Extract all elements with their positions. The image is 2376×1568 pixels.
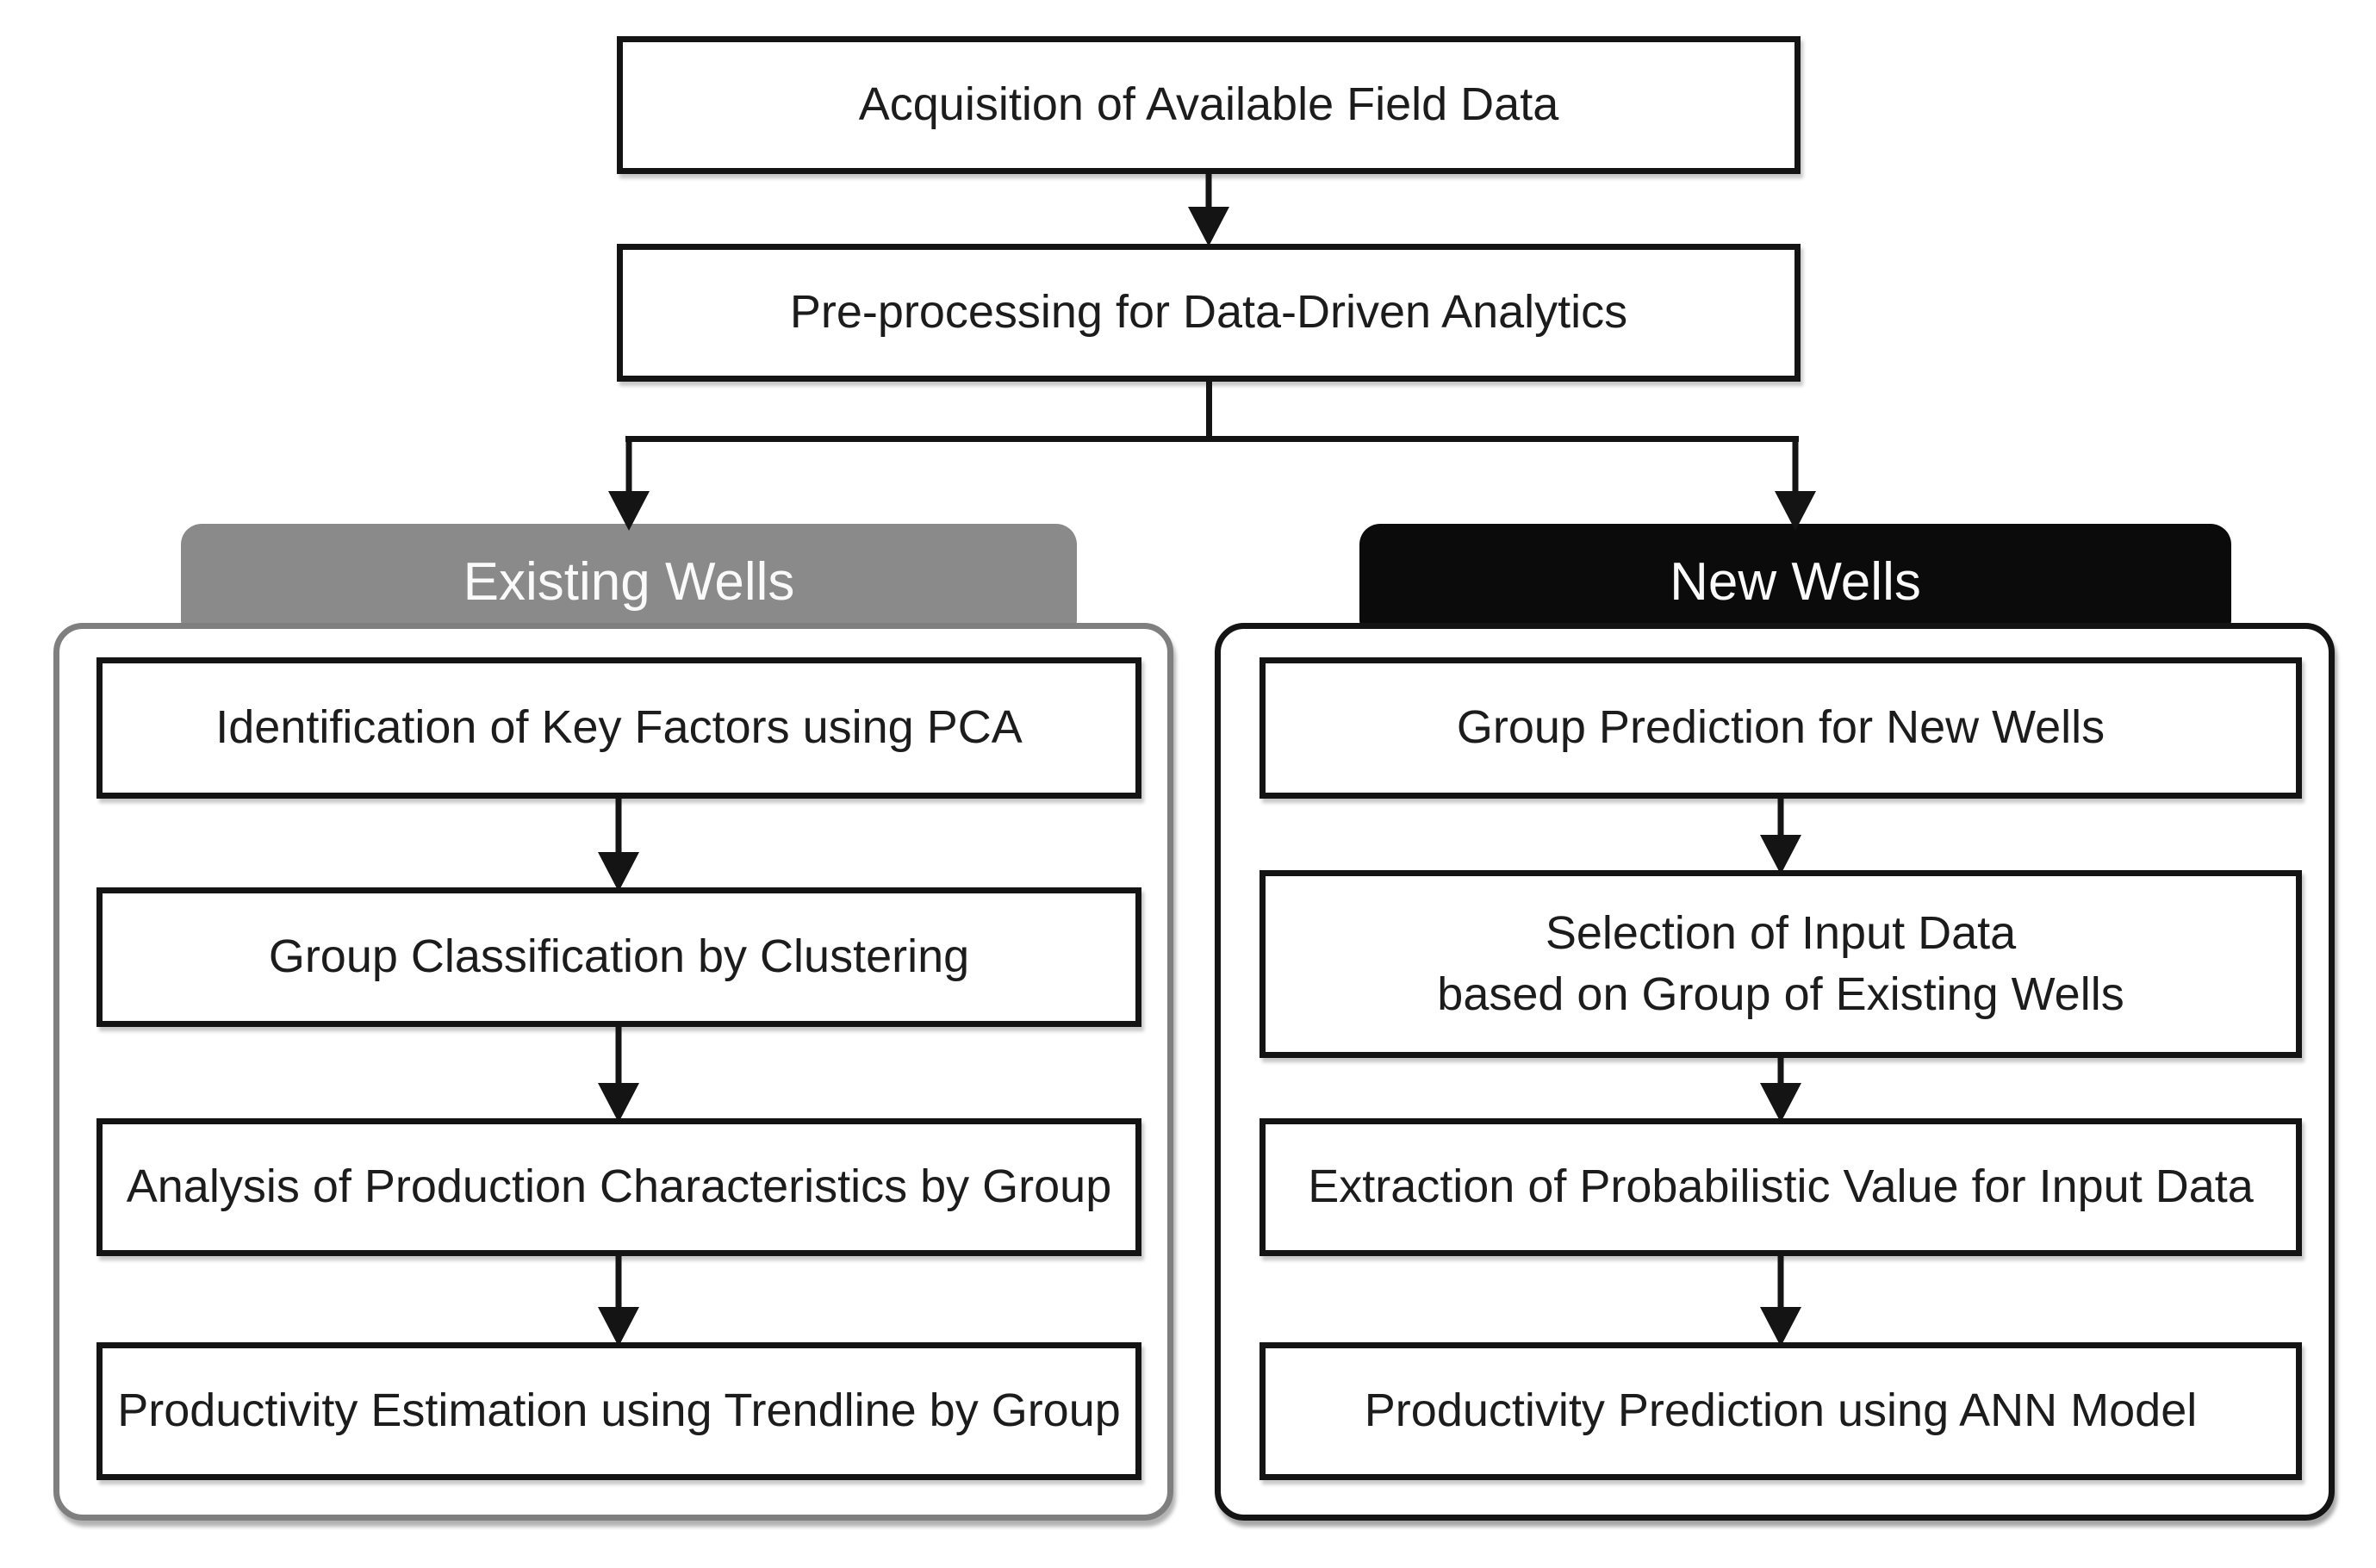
arrow-stem bbox=[1792, 436, 1799, 498]
step-label: Productivity Prediction using ANN Model bbox=[1364, 1384, 2198, 1437]
step-label: Selection of Input Data based on Group o… bbox=[1437, 906, 2124, 1020]
arrow-head-icon bbox=[1760, 835, 1801, 874]
step-clustering-box: Group Classification by Clustering bbox=[96, 887, 1141, 1027]
arrow-stem bbox=[625, 436, 632, 498]
arrow-head-icon bbox=[598, 1307, 639, 1347]
arrow-clustering-to-analysis bbox=[598, 1022, 639, 1123]
step-group-prediction-box: Group Prediction for New Wells bbox=[1260, 657, 2302, 799]
acquisition-label: Acquisition of Available Field Data bbox=[858, 78, 1559, 131]
arrow-to-new-wells bbox=[1775, 436, 1816, 531]
arrow-head-icon bbox=[598, 1083, 639, 1123]
existing-wells-title: Existing Wells bbox=[463, 552, 795, 612]
split-connector-line bbox=[625, 436, 1799, 442]
step-probabilistic-extraction-box: Extraction of Probabilistic Value for In… bbox=[1260, 1118, 2302, 1256]
arrow-head-icon bbox=[1760, 1307, 1801, 1347]
preprocessing-box: Pre-processing for Data-Driven Analytics bbox=[617, 244, 1801, 382]
arrow-stem bbox=[615, 1251, 622, 1314]
acquisition-box: Acquisition of Available Field Data bbox=[617, 36, 1801, 174]
step-label: Analysis of Production Characteristics b… bbox=[126, 1160, 1112, 1213]
arrow-stem bbox=[1777, 1053, 1784, 1090]
preprocessing-label: Pre-processing for Data-Driven Analytics bbox=[789, 286, 1628, 339]
step-trendline-estimation-box: Productivity Estimation using Trendline … bbox=[96, 1342, 1141, 1480]
new-wells-header: New Wells bbox=[1359, 524, 2231, 640]
arrow-head-icon bbox=[1760, 1083, 1801, 1123]
step-ann-prediction-box: Productivity Prediction using ANN Model bbox=[1260, 1342, 2302, 1480]
arrow-head-icon bbox=[598, 852, 639, 892]
arrow-stem bbox=[1205, 172, 1212, 214]
arrow-pca-to-clustering bbox=[598, 793, 639, 892]
existing-wells-header: Existing Wells bbox=[181, 524, 1077, 640]
arrow-stem bbox=[615, 793, 622, 859]
arrow-head-icon bbox=[608, 491, 650, 531]
arrow-extraction-to-ann bbox=[1760, 1251, 1801, 1347]
step-input-selection-box: Selection of Input Data based on Group o… bbox=[1260, 870, 2302, 1058]
new-wells-title: New Wells bbox=[1670, 552, 1921, 612]
arrow-head-icon bbox=[1188, 207, 1229, 246]
split-connector-stem bbox=[1206, 380, 1212, 440]
arrow-prediction-to-selection bbox=[1760, 793, 1801, 874]
arrow-stem bbox=[615, 1022, 622, 1090]
step-label: Group Classification by Clustering bbox=[268, 930, 970, 983]
step-production-analysis-box: Analysis of Production Characteristics b… bbox=[96, 1118, 1141, 1256]
arrow-analysis-to-trendline bbox=[598, 1251, 639, 1347]
arrow-selection-to-extraction bbox=[1760, 1053, 1801, 1123]
arrow-head-icon bbox=[1775, 491, 1816, 531]
step-label: Extraction of Probabilistic Value for In… bbox=[1308, 1160, 2254, 1213]
arrow-stem bbox=[1777, 1251, 1784, 1314]
arrow-stem bbox=[1777, 793, 1784, 842]
arrow-to-existing-wells bbox=[608, 436, 650, 531]
arrow-acquisition-to-preprocessing bbox=[1188, 172, 1229, 246]
step-label: Identification of Key Factors using PCA bbox=[215, 701, 1023, 754]
step-label: Productivity Estimation using Trendline … bbox=[117, 1384, 1121, 1437]
step-label: Group Prediction for New Wells bbox=[1456, 701, 2105, 754]
step-pca-box: Identification of Key Factors using PCA bbox=[96, 657, 1141, 799]
